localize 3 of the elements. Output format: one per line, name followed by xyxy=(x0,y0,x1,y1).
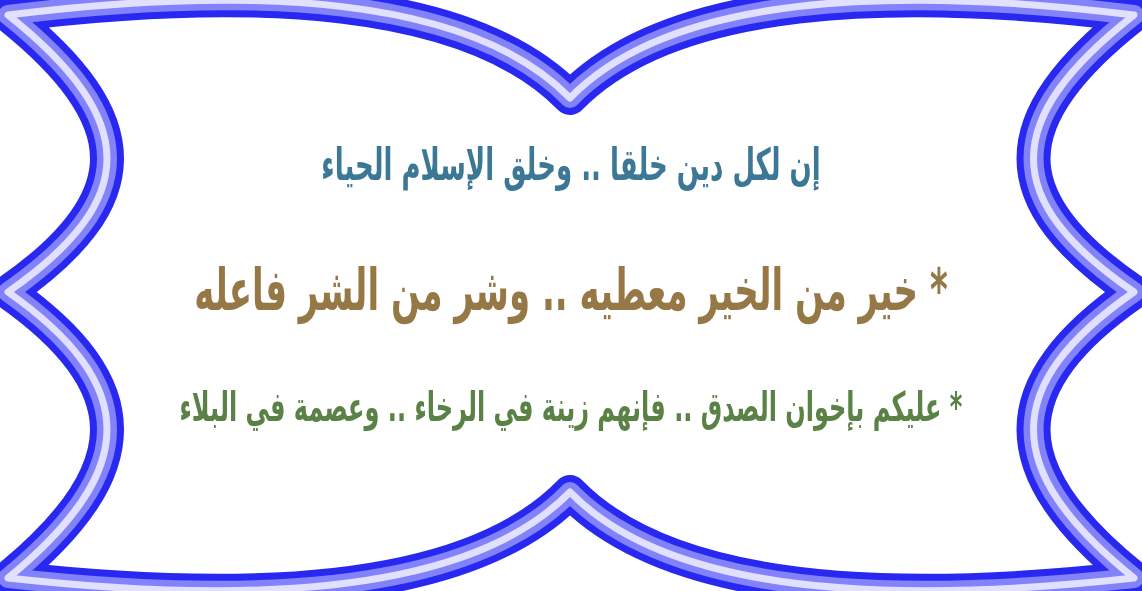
calligraphy-line: * خير من الخير معطيه .. وشر من الشر فاعله xyxy=(194,256,948,324)
calligraphy-line: إن لكل دين خلقا .. وخلق الإسلام الحياء xyxy=(321,139,821,191)
calligraphy-line: * عليكم بإخوان الصدق .. فإنهم زينة في الرخاء .. وعصمة في البلاء xyxy=(179,383,963,431)
